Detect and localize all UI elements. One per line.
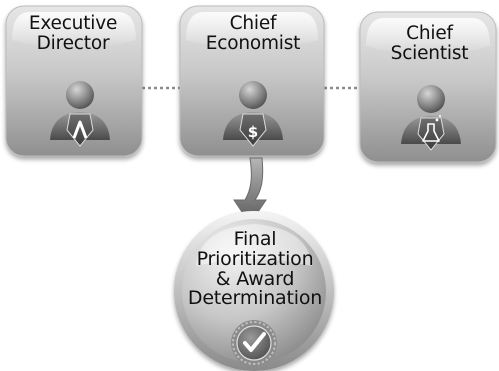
role-label-executive-director: Executive Director: [8, 14, 138, 54]
role-label-line1: Chief: [406, 23, 453, 44]
role-label-line1: Chief: [229, 13, 277, 34]
final-decision-line: Prioritization: [196, 247, 314, 270]
dollar-badge-icon: $: [239, 113, 267, 147]
role-label-line2: Director: [36, 32, 110, 54]
role-label-line2: Scientist: [390, 42, 469, 64]
role-label-line2: Economist: [205, 32, 301, 54]
final-decision-line: & Award: [215, 267, 295, 290]
role-label-chief-scientist: Chief Scientist: [362, 24, 497, 64]
final-decision-line: Final: [233, 228, 277, 250]
final-decision-circle: [174, 211, 334, 371]
final-decision-label: Final Prioritization & Award Determinati…: [170, 228, 340, 310]
role-label-chief-economist: Chief Economist: [183, 14, 323, 54]
lambda-badge-icon: [66, 113, 94, 147]
role-label-line1: Executive: [28, 13, 118, 34]
flask-badge-icon: [417, 115, 445, 151]
svg-text:$: $: [248, 123, 258, 141]
role-card-chief-economist: [179, 5, 325, 157]
final-decision-line: Determination: [187, 287, 323, 310]
role-card-executive-director: [5, 5, 143, 157]
checkmark-seal-icon: [231, 320, 277, 366]
